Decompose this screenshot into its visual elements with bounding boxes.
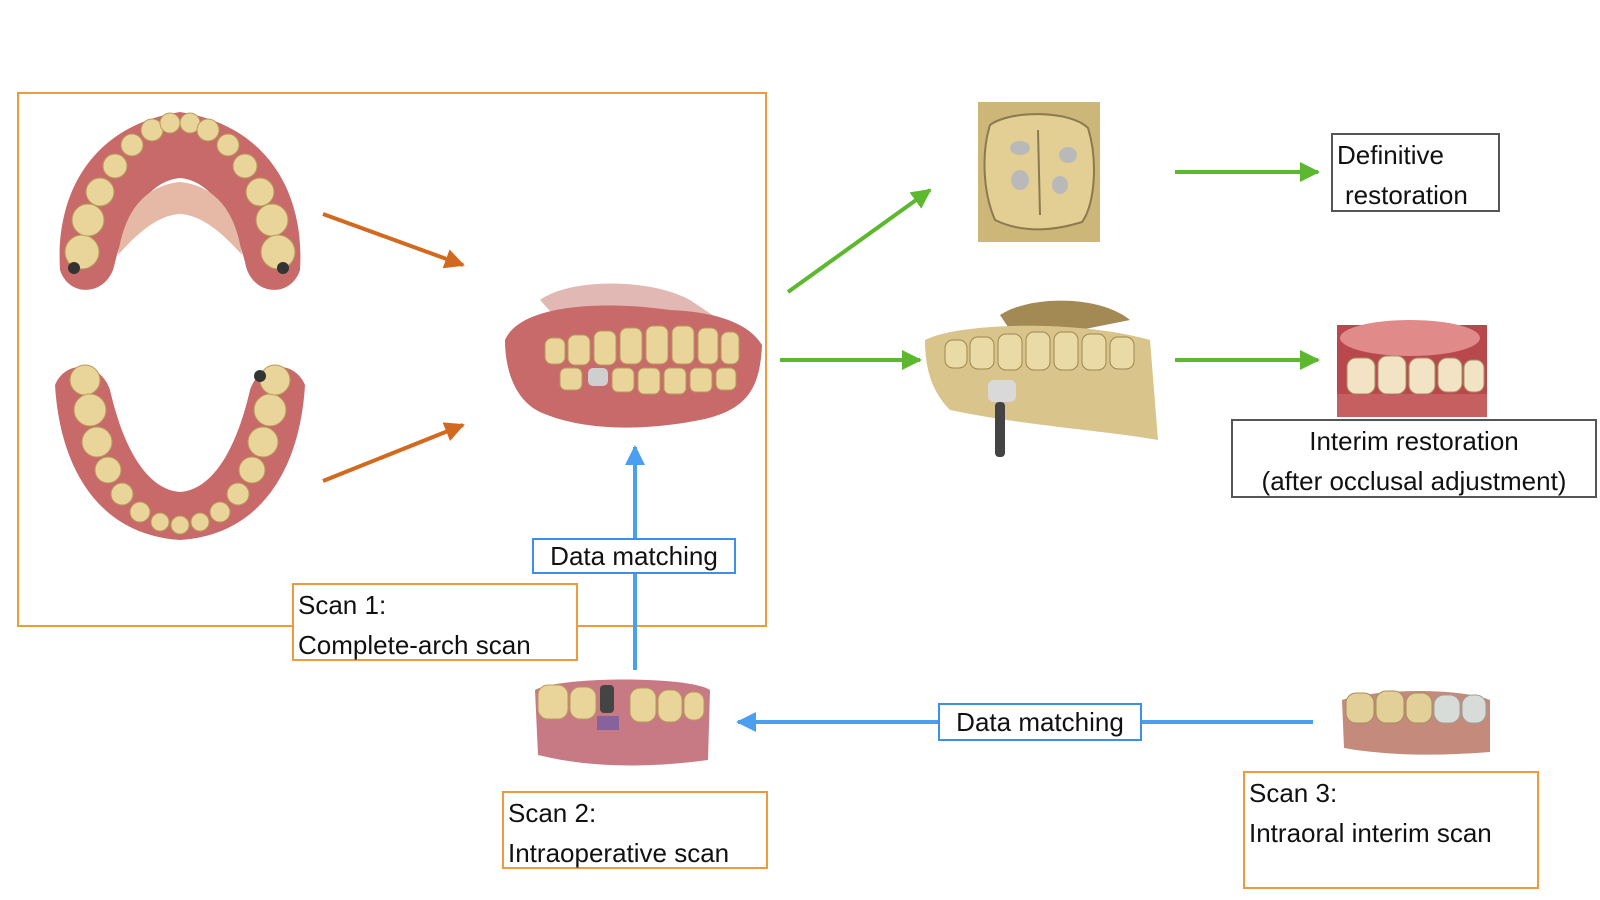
scan2-title: Scan 2: bbox=[508, 798, 597, 828]
interim-model-image bbox=[925, 300, 1158, 457]
scan2-image bbox=[535, 679, 710, 766]
mandibular-arch-image bbox=[55, 364, 305, 540]
definitive-design-image bbox=[978, 102, 1100, 242]
scan3-description: Intraoral interim scan bbox=[1249, 818, 1492, 848]
scan2-label: Scan 2: Intraoperative scan bbox=[502, 791, 768, 869]
scan1-title: Scan 1: bbox=[298, 590, 387, 620]
upper-arch-arrow bbox=[322, 212, 465, 269]
lower-arch-arrow bbox=[322, 422, 465, 483]
occluded-model-image bbox=[505, 283, 762, 428]
definitive-line1: Definitive bbox=[1337, 140, 1444, 170]
scan1-description: Complete-arch scan bbox=[298, 630, 531, 660]
scan2-description: Intraoperative scan bbox=[508, 838, 730, 868]
scan1-label: Scan 1: Complete-arch scan bbox=[292, 583, 578, 661]
definitive-line2: restoration bbox=[1345, 180, 1468, 210]
definitive-restoration-label: Definitive restoration bbox=[1331, 133, 1500, 212]
interim-photo-image bbox=[1337, 320, 1487, 417]
interim-line2: (after occlusal adjustment) bbox=[1261, 466, 1567, 496]
maxillary-arch-image bbox=[59, 112, 301, 290]
to-definitive-design-arrow bbox=[786, 188, 932, 294]
scan3-label: Scan 3: Intraoral interim scan bbox=[1243, 771, 1539, 889]
data-matching-vertical-label: Data matching bbox=[532, 538, 736, 574]
scan3-title: Scan 3: bbox=[1249, 778, 1338, 808]
interim-line1: Interim restoration bbox=[1309, 426, 1519, 456]
interim-restoration-label: Interim restoration (after occlusal adju… bbox=[1231, 419, 1597, 498]
data-matching-horizontal-label: Data matching bbox=[938, 703, 1142, 741]
scan3-image bbox=[1342, 690, 1490, 755]
